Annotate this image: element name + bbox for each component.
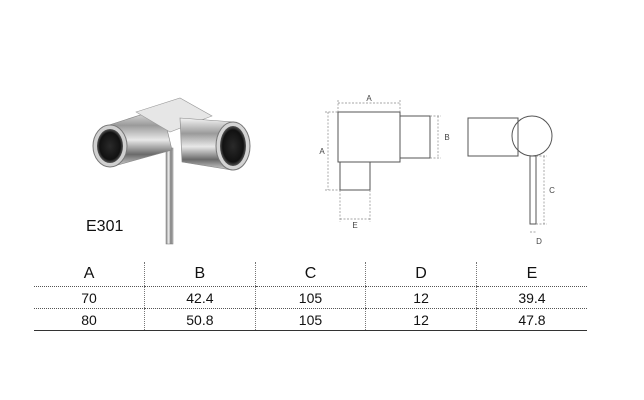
product-photo (92, 97, 251, 245)
technical-drawing: A B A E C D (319, 94, 555, 246)
table-cell: 105 (254, 286, 366, 309)
spec-table: A B C D E 70 42.4 105 12 39.4 80 50.8 10… (34, 262, 587, 331)
table-cell: 39.4 (475, 286, 587, 309)
dim-label-c: C (549, 186, 555, 195)
table-cell: 50.8 (144, 308, 256, 331)
column-header-c: C (254, 262, 366, 287)
table-header-row: A B C D E (34, 262, 587, 287)
table-cell: 80 (34, 308, 145, 331)
product-code: E301 (86, 218, 124, 235)
table-cell: 12 (365, 286, 477, 309)
table-cell: 12 (365, 308, 477, 331)
table-cell: 105 (254, 308, 366, 331)
table-row: 80 50.8 105 12 47.8 (34, 308, 587, 331)
table-cell: 70 (34, 286, 145, 309)
column-header-d: D (365, 262, 477, 287)
dim-label-e: E (352, 221, 357, 230)
table-cell: 42.4 (144, 286, 256, 309)
dim-label-b: B (444, 133, 449, 142)
dim-label-d: D (536, 237, 542, 246)
column-header-a: A (34, 262, 145, 287)
table-cell: 47.8 (475, 308, 587, 331)
dim-label-a-top: A (366, 94, 372, 103)
table-row: 70 42.4 105 12 39.4 (34, 286, 587, 309)
column-header-e: E (475, 262, 587, 287)
column-header-b: B (144, 262, 256, 287)
dim-label-a-side: A (319, 147, 325, 156)
